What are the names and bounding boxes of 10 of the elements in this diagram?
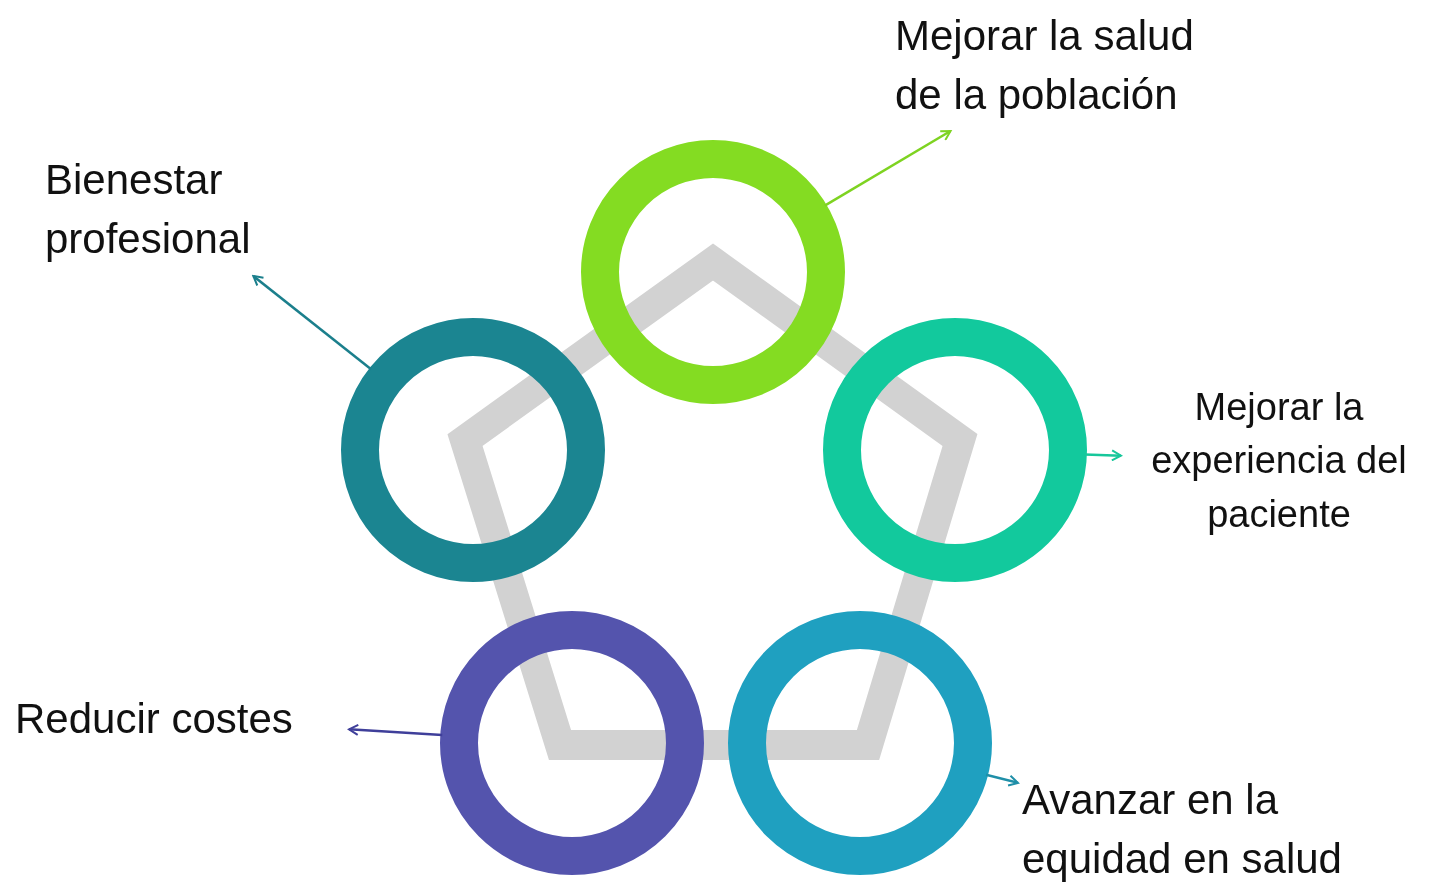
goal-label: Bienestar profesional (45, 155, 252, 264)
goal-label: Mejorar la salud de la población (895, 11, 1195, 120)
arrow (985, 773, 1019, 787)
arrow (1084, 449, 1122, 462)
arrow (348, 723, 443, 737)
goal-label: Reducir costes (15, 693, 294, 744)
goal-label: Avanzar en la equidad en salud (1022, 775, 1343, 884)
arrow (252, 275, 372, 371)
arrow (824, 129, 952, 207)
goal-label: Mejorar la experiencia del paciente (1150, 385, 1408, 537)
